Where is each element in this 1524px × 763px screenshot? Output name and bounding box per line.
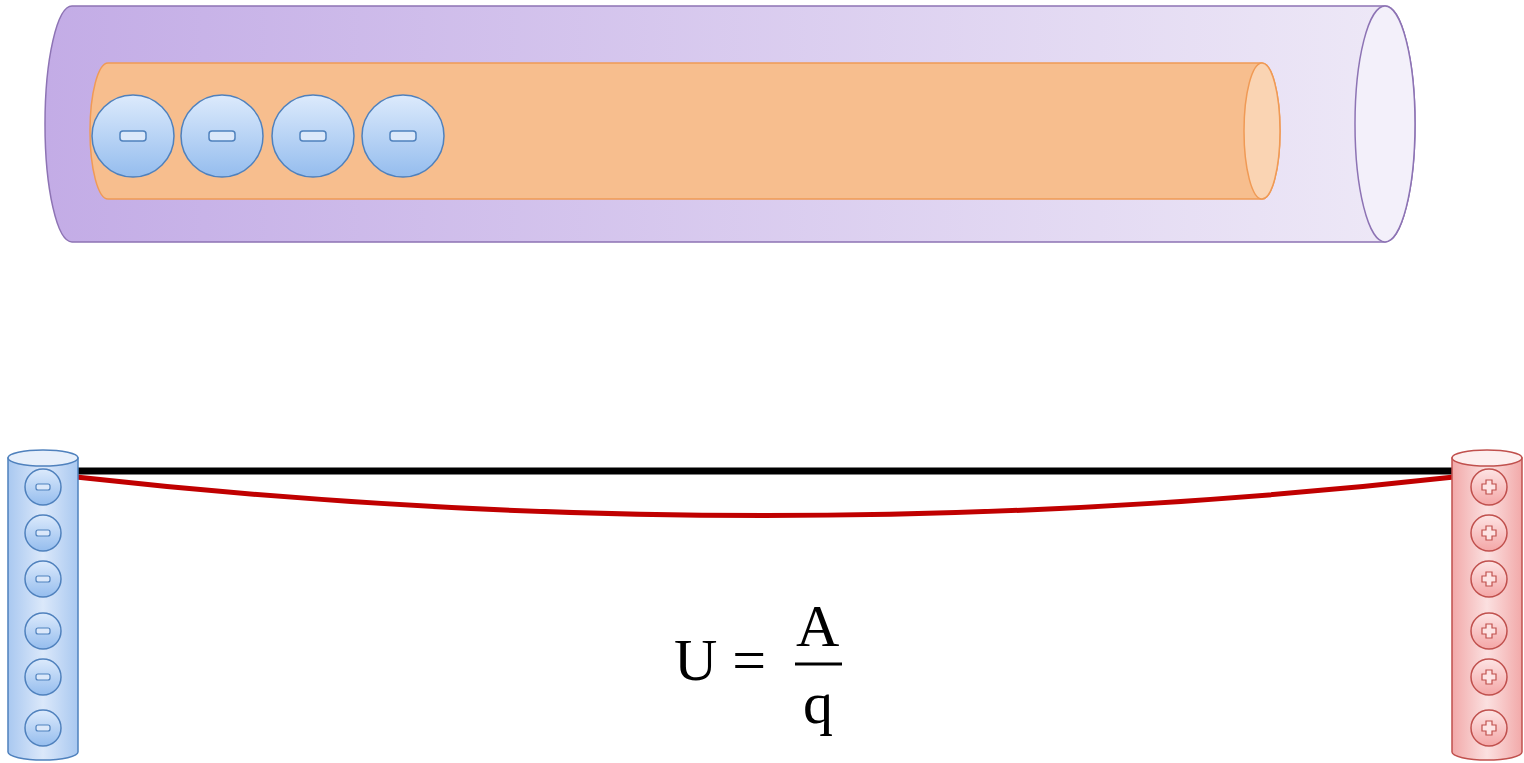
negative-charge: [25, 710, 61, 746]
red-wire: [76, 477, 1454, 516]
positive-charge: [1471, 469, 1507, 505]
positive-charge: [1471, 515, 1507, 551]
plus-sign: [1482, 721, 1496, 735]
plus-sign: [1482, 480, 1496, 494]
positive-charge: [1471, 613, 1507, 649]
minus-sign: [36, 484, 50, 490]
plus-sign: [1482, 624, 1496, 638]
negative-charge: [25, 515, 61, 551]
black-wire: [76, 468, 1454, 475]
minus-sign: [209, 131, 235, 141]
electron: [92, 95, 174, 177]
minus-sign: [36, 576, 50, 582]
plus-sign: [1482, 572, 1496, 586]
minus-sign: [36, 628, 50, 634]
positive-electrode: [1452, 450, 1522, 760]
negative-charge: [25, 469, 61, 505]
minus-sign: [36, 530, 50, 536]
minus-sign: [36, 674, 50, 680]
positive-charge: [1471, 561, 1507, 597]
inner-conductor: [90, 63, 1280, 199]
charge-group: [25, 469, 1507, 746]
formula-numerator: A: [796, 596, 839, 656]
minus-sign: [120, 131, 146, 141]
minus-sign: [36, 725, 50, 731]
minus-sign: [300, 131, 326, 141]
negative-charge: [25, 561, 61, 597]
negative-charge: [25, 613, 61, 649]
negative-charge: [25, 659, 61, 695]
fraction-bar: [795, 663, 842, 666]
plus-sign: [1482, 670, 1496, 684]
formula-left: U =: [674, 630, 766, 690]
positive-charge: [1471, 659, 1507, 695]
negative-electrode: [8, 450, 78, 760]
minus-sign: [390, 131, 416, 141]
electron: [272, 95, 354, 177]
outer-tube: [45, 6, 1415, 242]
formula-denominator: q: [803, 673, 833, 733]
electron: [362, 95, 444, 177]
electron-group: [92, 95, 444, 177]
plus-sign: [1482, 526, 1496, 540]
positive-charge: [1471, 710, 1507, 746]
electron: [181, 95, 263, 177]
